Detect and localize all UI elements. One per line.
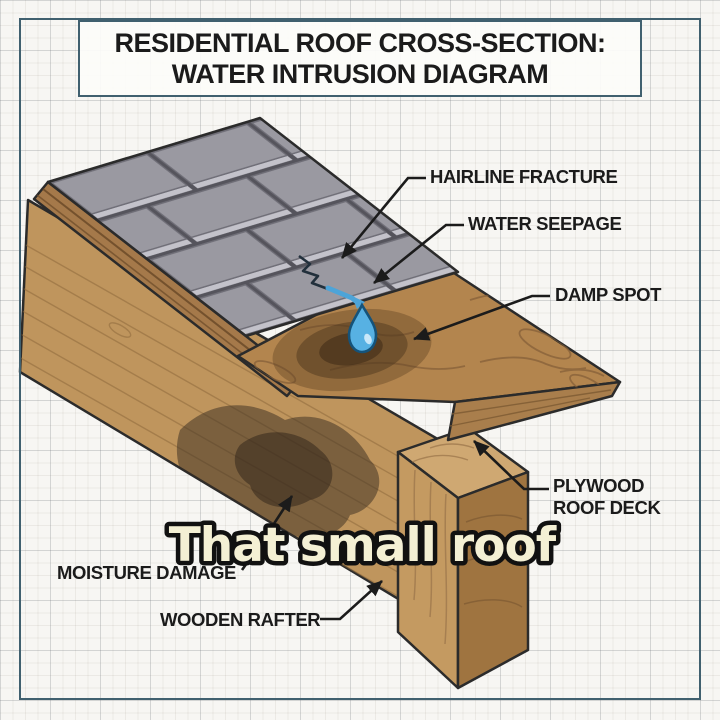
beam-side-face xyxy=(456,470,530,690)
wooden-rafter-arrow xyxy=(320,580,383,621)
label-plywood-roof-deck-line1: PLYWOOD xyxy=(553,475,644,496)
moisture-damage-arrow xyxy=(240,495,294,571)
water-seepage-arrow xyxy=(373,223,464,285)
label-wooden-rafter: WOODEN RAFTER xyxy=(160,609,320,630)
damp-spot-stain xyxy=(272,308,432,392)
label-water-seepage: WATER SEEPAGE xyxy=(468,213,622,234)
plywood-roof-deck-arrow xyxy=(473,440,549,491)
deck-front-edge xyxy=(446,380,622,442)
title-line-2: WATER INTRUSION DIAGRAM xyxy=(171,58,549,89)
title-line-1: RESIDENTIAL ROOF CROSS-SECTION: xyxy=(114,27,606,58)
hairline-crack xyxy=(298,254,329,291)
label-damp-spot: DAMP SPOT xyxy=(555,284,662,305)
rafter-end-beam xyxy=(396,426,530,690)
title-box: RESIDENTIAL ROOF CROSS-SECTION: WATER IN… xyxy=(78,20,642,97)
label-hairline-fracture: HAIRLINE FRACTURE xyxy=(430,166,618,187)
leader-lines xyxy=(240,176,550,621)
damp-spot-arrow xyxy=(413,294,550,341)
label-plywood-roof-deck-line2: ROOF DECK xyxy=(553,497,661,518)
caption-text: That small roof xyxy=(169,518,557,573)
water-drop-icon xyxy=(347,302,378,354)
plywood-roof-deck xyxy=(236,254,622,442)
hairline-fracture-arrow xyxy=(340,176,426,259)
water-seepage-notch xyxy=(352,296,365,309)
label-moisture-damage: MOISTURE DAMAGE xyxy=(57,562,236,583)
shingle-field xyxy=(46,116,460,338)
annotation-labels: HAIRLINE FRACTURE WATER SEEPAGE DAMP SPO… xyxy=(57,166,663,630)
